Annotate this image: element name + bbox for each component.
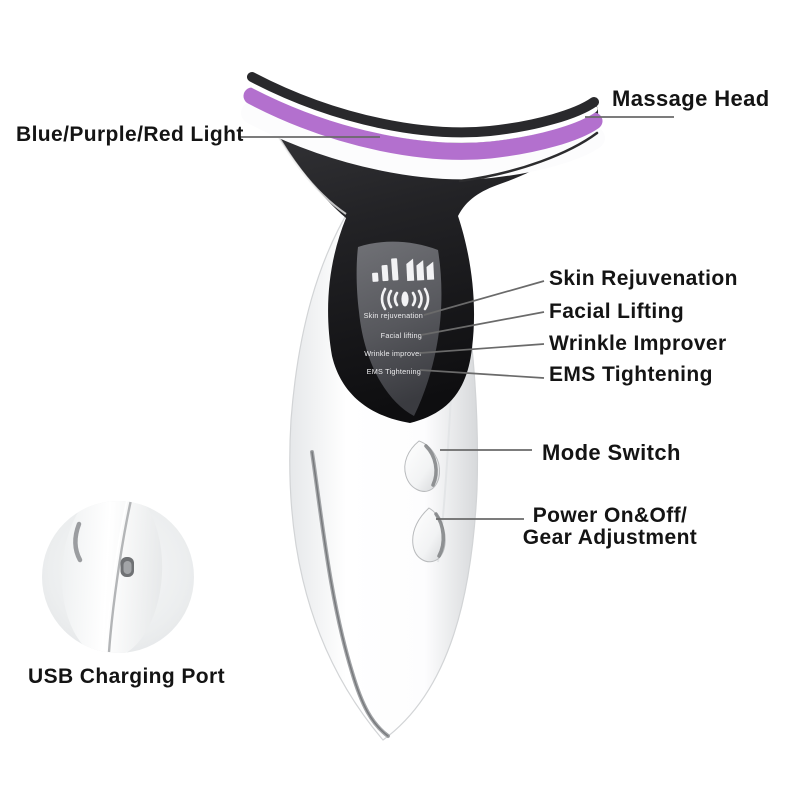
panel-label-skin-rejuvenation: Skin rejuvenation [364, 311, 423, 320]
leader-ems-tightening [419, 369, 545, 379]
sonic-vibration-icon [380, 287, 430, 311]
label-power-line1: Power On&Off/ [532, 504, 688, 527]
label-facial-lifting: Facial Lifting [549, 300, 685, 323]
leader-skin-rejuvenation [423, 280, 545, 316]
label-usb-charging-port: USB Charging Port [28, 665, 225, 688]
panel-label-ems-tightening: EMS Tightening [367, 367, 421, 376]
label-power-line2: Gear Adjustment [522, 526, 698, 550]
led-strip [243, 87, 603, 160]
leader-lines [238, 116, 674, 520]
label-skin-rejuvenation: Skin Rejuvenation [549, 267, 738, 290]
mode-bars-icon [406, 258, 435, 281]
label-ems-tightening: EMS Tightening [549, 363, 713, 386]
mode-switch-button [404, 440, 440, 492]
power-gear-adjustment-button [412, 507, 446, 563]
label-massage-head: Massage Head [612, 86, 770, 111]
panel-label-wrinkle-improver: Wrinkle improver [364, 349, 422, 358]
panel-label-facial-lifting: Facial lifting [381, 331, 422, 340]
usb-charging-port-detail [42, 501, 194, 653]
label-power-gear: Power On&Off/ Gear Adjustment [505, 504, 715, 550]
label-mode-switch: Mode Switch [542, 440, 681, 465]
intensity-bars-icon [372, 258, 399, 282]
label-wrinkle-improver: Wrinkle Improver [549, 332, 727, 355]
leader-wrinkle-improver [419, 343, 545, 354]
leader-facial-lifting [420, 311, 545, 336]
label-blue-purple-red-light: Blue/Purple/Red Light [16, 123, 244, 146]
display-panel [356, 241, 442, 416]
